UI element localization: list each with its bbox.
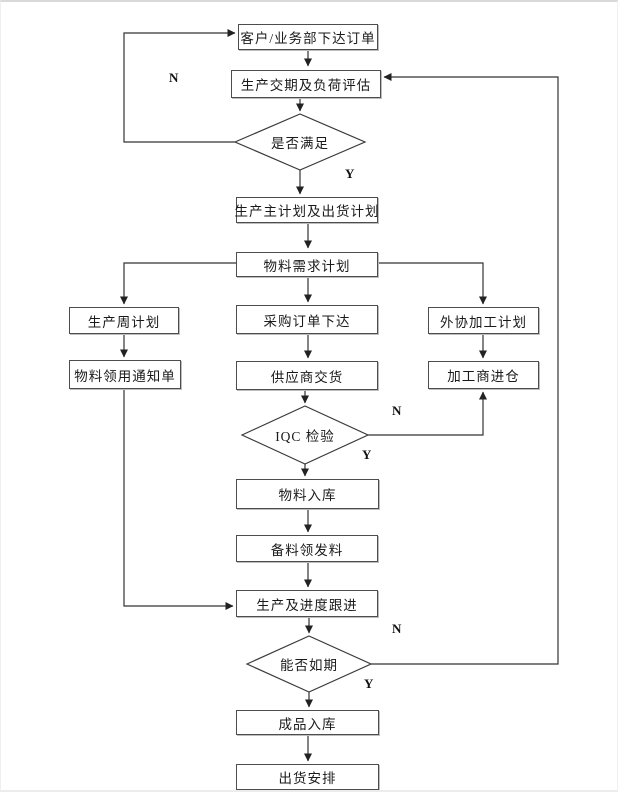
label-schedule-no: N — [392, 621, 402, 636]
decision-diamond-satisfied — [233, 113, 367, 171]
node-decision-iqc: IQC 检验 — [275, 429, 335, 444]
label-satisfied-yes: Y — [345, 166, 355, 181]
node-material-in: 物料入库 — [236, 479, 379, 509]
node-decision-schedule: 能否如期 — [280, 658, 338, 673]
arrow-mrp-to-outsourcing — [378, 262, 487, 305]
label-satisfied-no: N — [169, 70, 179, 85]
arrow-iqc-no-to-processor — [368, 391, 487, 436]
decision-diamond-schedule — [245, 635, 373, 693]
node-outsourcing-plan: 外协加工计划 — [428, 307, 539, 334]
node-delivery-load-eval: 生产交期及负荷评估 — [231, 70, 381, 98]
node-finished-in: 成品入库 — [236, 710, 379, 735]
node-mrp: 物料需求计划 — [236, 252, 378, 277]
node-processor-warehouse: 加工商进仓 — [428, 361, 539, 389]
node-shipment: 出货安排 — [236, 764, 379, 790]
arrow-notice-to-follow — [123, 389, 234, 610]
node-purchase-order: 采购订单下达 — [236, 305, 378, 334]
node-customer-order: 客户/业务部下达订单 — [238, 24, 378, 50]
arrow-mrp-to-weeklyplan — [120, 262, 236, 305]
node-decision-satisfied: 是否满足 — [271, 136, 329, 151]
node-weekly-plan: 生产周计划 — [69, 307, 179, 334]
label-iqc-no: N — [392, 403, 402, 418]
arrow-satisfied-no-loop — [123, 29, 236, 143]
label-schedule-yes: Y — [364, 676, 374, 691]
node-material-issue: 备料领发料 — [236, 535, 378, 562]
arrow-schedule-no-loop — [371, 73, 559, 665]
node-master-plan: 生产主计划及出货计划 — [235, 197, 379, 223]
decision-diamond-iqc — [240, 405, 370, 465]
node-production-follow: 生产及进度跟进 — [236, 590, 378, 617]
label-iqc-yes: Y — [362, 447, 372, 462]
node-supplier-delivery: 供应商交货 — [236, 361, 378, 390]
node-material-notice: 物料领用通知单 — [69, 360, 181, 389]
